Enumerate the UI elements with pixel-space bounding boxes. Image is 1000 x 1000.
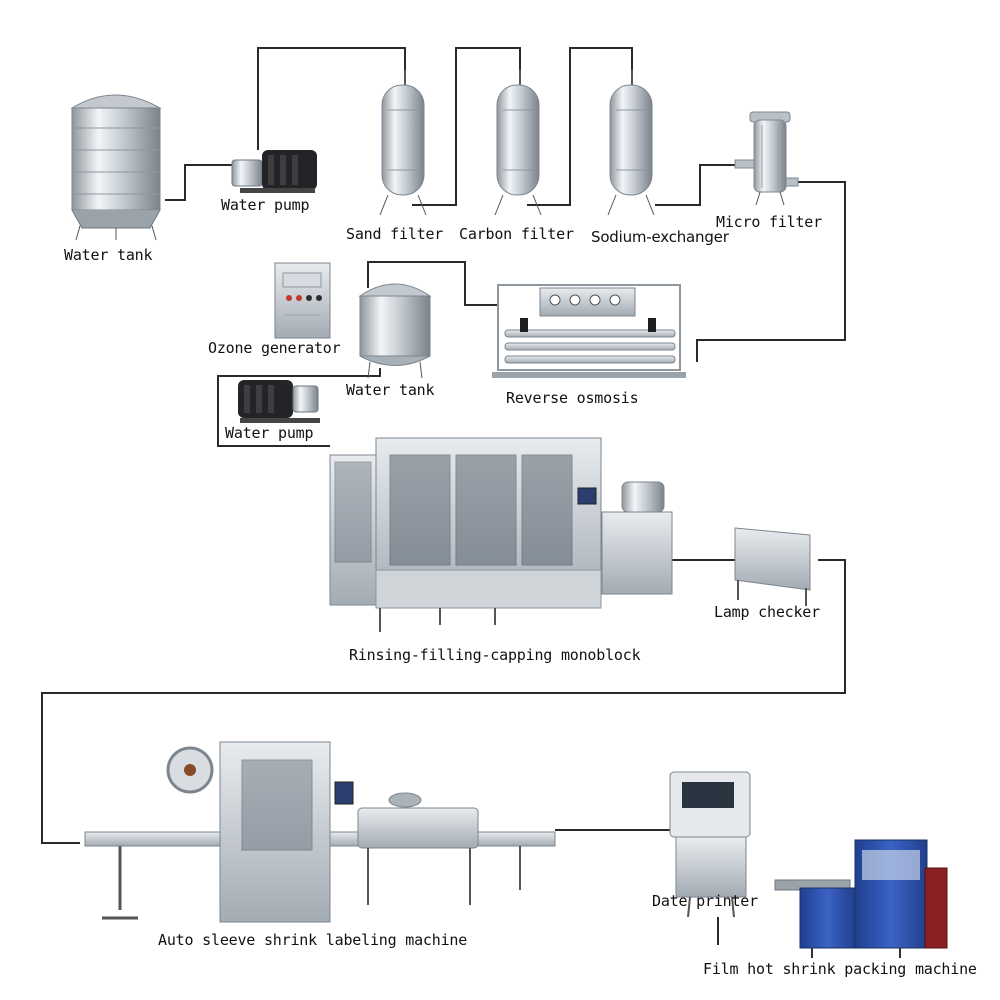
pipe-pump-to-sand-filter [257,47,406,150]
label-sand-filter: Sand filter [346,225,444,243]
label-water-tank-2: Water tank [346,381,435,399]
pipe-tank-to-pump [165,164,232,201]
lamp-checker-machine [734,527,811,606]
label-date-printer: Date printer [652,892,758,910]
monoblock-machine [329,437,673,632]
pipe-ro-to-tank [367,261,498,306]
label-carbon-filter: Carbon filter [459,225,574,243]
water-tank-2-machine [358,283,432,379]
pipe-network [41,47,846,945]
pipe-tank-to-pump-2 [217,368,381,447]
sleeve-labeling-machine [84,741,556,923]
label-sleeve-labeling: Auto sleeve shrink labeling machine [158,931,468,949]
sodium-exchanger-machine [607,70,655,216]
water-pump-2-machine [238,380,320,423]
ozone-generator-machine [274,262,331,339]
pipe-sand-to-carbon [412,47,521,206]
label-lamp-checker: Lamp checker [714,603,820,621]
sand-filter-machine [379,70,427,216]
label-film-packing: Film hot shrink packing machine [703,960,977,978]
label-water-tank-1: Water tank [64,246,153,264]
film-packing-machine [774,839,948,958]
micro-filter-machine [734,111,799,206]
carbon-filter-machine [494,70,542,216]
label-water-pump-1: Water pump [221,196,310,214]
label-monoblock: Rinsing-filling-capping monoblock [349,646,641,664]
label-ozone-generator: Ozone generator [208,339,341,357]
label-micro-filter: Micro filter [716,213,822,231]
date-printer-machine [669,771,751,918]
water-pump-1-machine [231,150,317,193]
pipe-carbon-to-sodium [527,47,633,206]
label-sodium-exchanger: Sodium-exchanger [591,228,729,246]
label-water-pump-2: Water pump [225,424,314,442]
pipe-lamp-to-labeler [41,559,846,844]
reverse-osmosis-machine [492,284,686,378]
pipe-sodium-to-micro [655,164,735,206]
water-tank-1-machine [70,94,162,241]
pipe-micro-to-ro [696,181,846,362]
label-reverse-osmosis: Reverse osmosis [506,389,639,407]
